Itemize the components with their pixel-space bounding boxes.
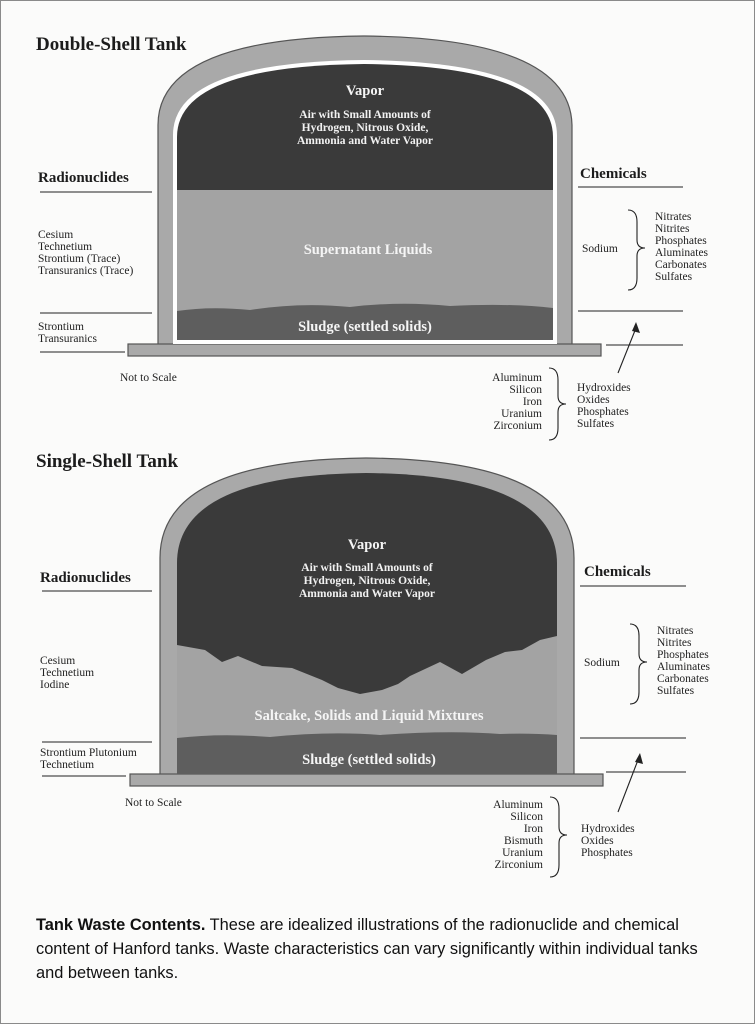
figure-caption: Tank Waste Contents. These are idealized…: [36, 913, 726, 985]
double-radionuclides-heading: Radionuclides: [38, 170, 129, 186]
single-metal-compound: Oxides: [581, 835, 614, 847]
double-radio-item: Strontium (Trace): [38, 253, 120, 265]
single-sodium-compound: Sulfates: [657, 685, 695, 697]
double-vapor-desc-2: Hydrogen, Nitrous Oxide,: [302, 122, 429, 134]
single-radio-item: Cesium: [40, 655, 75, 667]
double-radio-sludge-item: Strontium: [38, 321, 84, 333]
single-sodium-compound: Phosphates: [657, 649, 709, 661]
double-metal-compound: Hydroxides: [577, 382, 631, 394]
single-sodium-brace: [629, 623, 648, 705]
single-metal-item: Aluminum: [493, 799, 543, 811]
double-metal-item: Iron: [523, 396, 542, 408]
single-tank-title: Single-Shell Tank: [36, 451, 178, 472]
double-sludge-arrow: [617, 327, 637, 374]
double-vapor-label: Vapor: [346, 83, 385, 99]
double-sodium-compound: Nitrates: [655, 211, 692, 223]
double-sludge-arrowhead: [632, 322, 640, 333]
double-metal-compound: Sulfates: [577, 418, 615, 430]
double-liquid-label: Supernatant Liquids: [304, 242, 433, 258]
double-radio-item: Cesium: [38, 229, 73, 241]
single-metal-item: Bismuth: [504, 835, 543, 847]
single-vapor-desc-1: Air with Small Amounts of: [301, 562, 433, 574]
single-radio-item: Iodine: [40, 679, 69, 691]
single-sodium-compound: Carbonates: [657, 673, 709, 685]
double-vapor-desc-3: Ammonia and Water Vapor: [297, 135, 433, 147]
double-metal-item: Uranium: [501, 408, 542, 420]
double-metal-item: Aluminum: [492, 372, 542, 384]
double-sodium-compound: Phosphates: [655, 235, 707, 247]
single-sodium-compound: Nitrates: [657, 625, 694, 637]
single-radio-sludge-item: Technetium: [40, 759, 94, 771]
double-sludge-label: Sludge (settled solids): [298, 319, 432, 335]
single-metal-compound: Phosphates: [581, 847, 633, 859]
double-sodium-compound: Carbonates: [655, 259, 707, 271]
double-radio-item: Transuranics (Trace): [38, 265, 133, 277]
double-sodium-compound: Aluminates: [655, 247, 709, 259]
double-sodium-compound: Sulfates: [655, 271, 693, 283]
single-vapor-desc-3: Ammonia and Water Vapor: [299, 588, 435, 600]
caption-title: Tank Waste Contents.: [36, 916, 206, 934]
single-radio-sludge-item: Strontium Plutonium: [40, 747, 137, 759]
single-scale-note: Not to Scale: [125, 797, 182, 809]
single-metal-item: Uranium: [502, 847, 543, 859]
double-metals-brace: [548, 367, 567, 441]
double-sodium-label: Sodium: [582, 243, 618, 255]
single-radionuclides-heading: Radionuclides: [40, 570, 131, 586]
double-sodium-brace: [627, 209, 646, 291]
single-metal-compound: Hydroxides: [581, 823, 635, 835]
single-metal-item: Iron: [524, 823, 543, 835]
double-vapor-region: [177, 64, 553, 190]
single-sludge-region: [177, 732, 557, 774]
caption-text: These are idealized illustrations of the…: [36, 916, 698, 982]
double-radio-item: Technetium: [38, 241, 92, 253]
double-metal-compound: Oxides: [577, 394, 610, 406]
double-sludge-region: [177, 303, 553, 340]
single-sludge-arrow: [617, 759, 639, 813]
double-scale-note: Not to Scale: [120, 372, 177, 384]
double-shell-tank: Double-Shell Tank Vapor Air with Small A…: [36, 34, 709, 441]
single-sludge-arrowhead: [635, 753, 643, 764]
single-sludge-label: Sludge (settled solids): [302, 752, 436, 768]
double-radio-sludge-item: Transuranics: [38, 333, 98, 345]
single-shell-tank: Single-Shell Tank Vapor Air with Small A…: [36, 451, 711, 878]
double-chemicals-heading: Chemicals: [580, 166, 647, 182]
single-vapor-desc-2: Hydrogen, Nitrous Oxide,: [304, 575, 431, 587]
single-metal-item: Zirconium: [494, 859, 543, 871]
double-vapor-desc-1: Air with Small Amounts of: [299, 109, 431, 121]
single-chemicals-heading: Chemicals: [584, 564, 651, 580]
single-radio-item: Technetium: [40, 667, 94, 679]
double-metal-item: Zirconium: [493, 420, 542, 432]
single-sodium-label: Sodium: [584, 657, 620, 669]
double-metal-compound: Phosphates: [577, 406, 629, 418]
double-base-slab: [127, 343, 602, 357]
single-sodium-compound: Aluminates: [657, 661, 711, 673]
double-tank-title: Double-Shell Tank: [36, 34, 187, 55]
double-sodium-compound: Nitrites: [655, 223, 690, 235]
single-metals-brace: [549, 796, 568, 878]
single-metal-item: Silicon: [510, 811, 543, 823]
single-saltcake-label: Saltcake, Solids and Liquid Mixtures: [255, 708, 484, 724]
single-vapor-label: Vapor: [348, 537, 387, 553]
single-base-slab: [129, 773, 604, 787]
double-metal-item: Silicon: [509, 384, 542, 396]
single-sodium-compound: Nitrites: [657, 637, 692, 649]
